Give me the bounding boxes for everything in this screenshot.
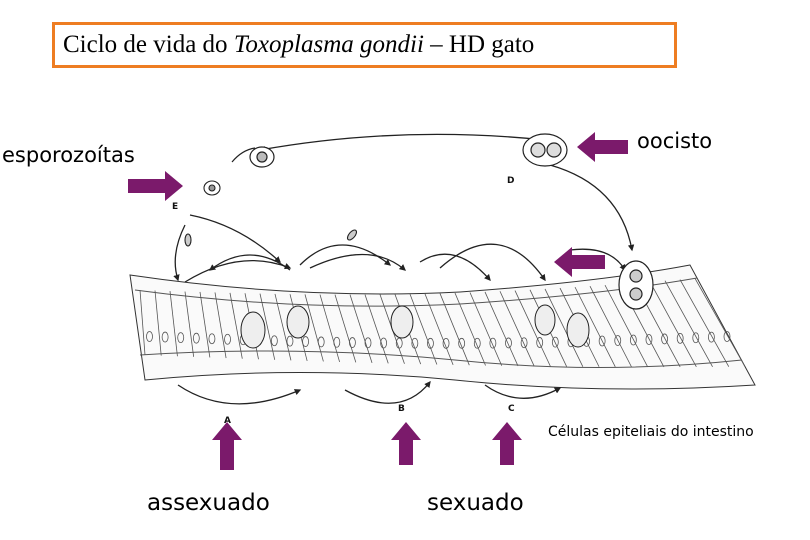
cell-nucleus xyxy=(317,336,325,348)
cell-wall xyxy=(184,291,195,357)
pointer-arrows xyxy=(128,132,628,470)
cell-nucleus xyxy=(302,336,309,347)
cell-wall xyxy=(154,290,162,356)
cell-nucleus xyxy=(395,337,403,349)
intestinal-epithelium xyxy=(129,264,756,390)
oocyst-right xyxy=(618,260,654,310)
cell-wall xyxy=(304,294,324,362)
cell-wall xyxy=(649,281,697,368)
stage-letter-d: D xyxy=(507,176,515,186)
cell-nucleus xyxy=(536,337,544,348)
cell-wall xyxy=(229,292,243,359)
cell-wall xyxy=(409,293,438,365)
stage-cells xyxy=(240,304,590,349)
label-sexuado: sexuado xyxy=(427,490,524,516)
arrow-to-oocyst-right xyxy=(554,247,605,277)
cell-nucleus xyxy=(161,331,169,343)
cell-wall xyxy=(319,294,340,363)
cell-nucleus xyxy=(270,335,278,347)
cell-nucleus xyxy=(364,337,372,349)
cell-nucleus xyxy=(645,334,653,345)
cell-wall xyxy=(424,293,454,366)
cell-wall xyxy=(694,278,746,367)
cell-nucleus xyxy=(723,331,731,342)
stage-letter-e: E xyxy=(172,202,179,212)
cell-wall xyxy=(604,284,649,368)
cell-nucleus xyxy=(551,336,559,348)
sporocyst-small xyxy=(184,180,358,247)
stage-letter-b: B xyxy=(398,404,405,414)
cell-wall xyxy=(214,292,227,359)
cell-nucleus xyxy=(208,333,216,345)
arrow-assexuado xyxy=(212,422,242,470)
cell-nucleus xyxy=(661,333,668,345)
cell-nucleus xyxy=(411,337,419,349)
cell-nucleus xyxy=(489,337,497,349)
label-assexuado: assexuado xyxy=(147,490,270,516)
cell-wall xyxy=(484,291,519,367)
arrow-to-esporozoitas xyxy=(128,171,183,201)
stage-letter-a: A xyxy=(224,416,231,426)
title-box: Ciclo de vida do Toxoplasma gondii – HD … xyxy=(52,22,677,68)
cell-wall xyxy=(169,290,178,357)
cell-wall xyxy=(439,293,470,366)
arrow-to-oocisto xyxy=(577,132,628,162)
title-species: Toxoplasma gondii xyxy=(233,31,424,58)
cell-wall xyxy=(259,293,276,360)
cell-nucleus xyxy=(442,337,450,349)
cell-nucleus xyxy=(192,332,200,344)
cell-nucleus xyxy=(224,333,231,345)
title-suffix: – HD gato xyxy=(423,31,535,58)
cell-wall xyxy=(334,294,357,363)
label-esporozoitas: esporozoítas xyxy=(2,143,135,167)
stage-letter-c: C xyxy=(508,404,515,414)
label-celulas-epiteliais: Células epiteliais do intestino xyxy=(548,424,754,440)
cell-wall xyxy=(589,285,632,368)
cell-wall xyxy=(199,291,211,358)
cycle-arrows xyxy=(173,133,635,405)
title-prefix: Ciclo de vida do xyxy=(63,31,234,58)
label-oocisto: oocisto xyxy=(637,129,713,153)
cell-nucleus xyxy=(676,332,684,344)
cell-nucleus xyxy=(177,332,185,344)
cell-nucleus xyxy=(380,337,388,349)
cell-wall xyxy=(544,288,584,367)
cell-nucleus xyxy=(146,331,153,342)
cell-nucleus xyxy=(473,337,481,349)
arrow-sexuado-left xyxy=(391,422,421,465)
cell-wall xyxy=(364,294,389,364)
cell-nucleus xyxy=(692,332,700,344)
sporocyst-top xyxy=(231,146,275,168)
cell-nucleus xyxy=(458,337,466,349)
arrow-sexuado-right xyxy=(492,422,522,465)
cell-wall xyxy=(664,280,713,367)
cell-wall xyxy=(499,291,535,367)
cell-wall xyxy=(514,290,551,367)
cell-wall xyxy=(469,292,503,366)
cell-nucleus xyxy=(349,337,356,348)
cell-wall xyxy=(574,286,616,368)
cell-wall xyxy=(274,293,292,361)
cell-nucleus xyxy=(520,337,528,349)
cell-nucleus xyxy=(707,331,715,343)
cell-nucleus xyxy=(427,337,434,349)
cell-wall xyxy=(679,279,730,367)
cell-nucleus xyxy=(629,334,637,346)
cell-wall xyxy=(139,289,146,356)
cell-nucleus xyxy=(614,335,622,346)
cell-nucleus xyxy=(505,337,512,349)
cell-wall xyxy=(349,294,373,364)
cell-nucleus xyxy=(333,336,341,348)
cell-nucleus xyxy=(286,335,294,347)
cell-nucleus xyxy=(598,335,606,347)
oocyst-top xyxy=(522,133,568,167)
cell-wall xyxy=(454,292,486,366)
